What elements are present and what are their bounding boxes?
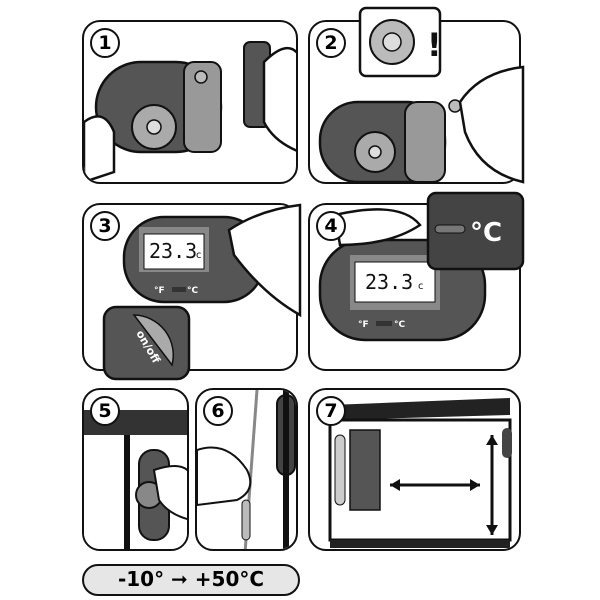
battery-screw-illustration: ! bbox=[318, 6, 525, 184]
power-on-illustration: 23.3 c °F °C on/off bbox=[102, 203, 302, 381]
step-4-panel: 4 23.3 c °F °C °C bbox=[308, 191, 525, 371]
step-number: 3 bbox=[90, 211, 120, 241]
step-6-panel: 6 bbox=[195, 388, 298, 551]
step-number: 4 bbox=[316, 211, 346, 241]
suction-mount-illustration bbox=[84, 410, 187, 549]
unit-f-label: °F bbox=[358, 320, 369, 330]
step-2-panel: 2 ! bbox=[308, 6, 525, 184]
sensor-mount-illustration bbox=[197, 390, 296, 549]
step-7-panel: 7 bbox=[308, 388, 521, 551]
step-5-panel: 5 bbox=[82, 388, 189, 551]
temperature-range-badge: -10° ➞ +50°C bbox=[82, 564, 300, 596]
step-1-panel: 1 bbox=[82, 20, 298, 184]
arrow-right-icon: ➞ bbox=[171, 567, 188, 591]
lcd-reading: 23.3 bbox=[149, 239, 197, 263]
range-min: -10° bbox=[117, 567, 165, 591]
unit-switch-illustration: 23.3 c °F °C °C bbox=[318, 191, 525, 342]
step-3-panel: 3 23.3 c °F °C on/off bbox=[82, 203, 302, 381]
callout-exclamation: ! bbox=[427, 26, 442, 64]
step-number: 6 bbox=[203, 396, 233, 426]
lcd-unit: c bbox=[418, 281, 424, 292]
celsius-callout: °C bbox=[470, 218, 502, 248]
aquarium-placement-illustration bbox=[328, 398, 512, 548]
range-max: +50°C bbox=[194, 567, 265, 591]
lcd-unit: c bbox=[196, 250, 202, 261]
unit-c-label: °C bbox=[187, 286, 199, 296]
step-number: 5 bbox=[90, 396, 120, 426]
step-number: 1 bbox=[90, 28, 120, 58]
lcd-reading: 23.3 bbox=[365, 270, 413, 294]
step-number: 2 bbox=[316, 28, 346, 58]
unit-c-label: °C bbox=[394, 320, 406, 330]
unit-f-label: °F bbox=[154, 286, 165, 296]
battery-cover-illustration bbox=[84, 41, 296, 182]
step-number: 7 bbox=[316, 396, 346, 426]
